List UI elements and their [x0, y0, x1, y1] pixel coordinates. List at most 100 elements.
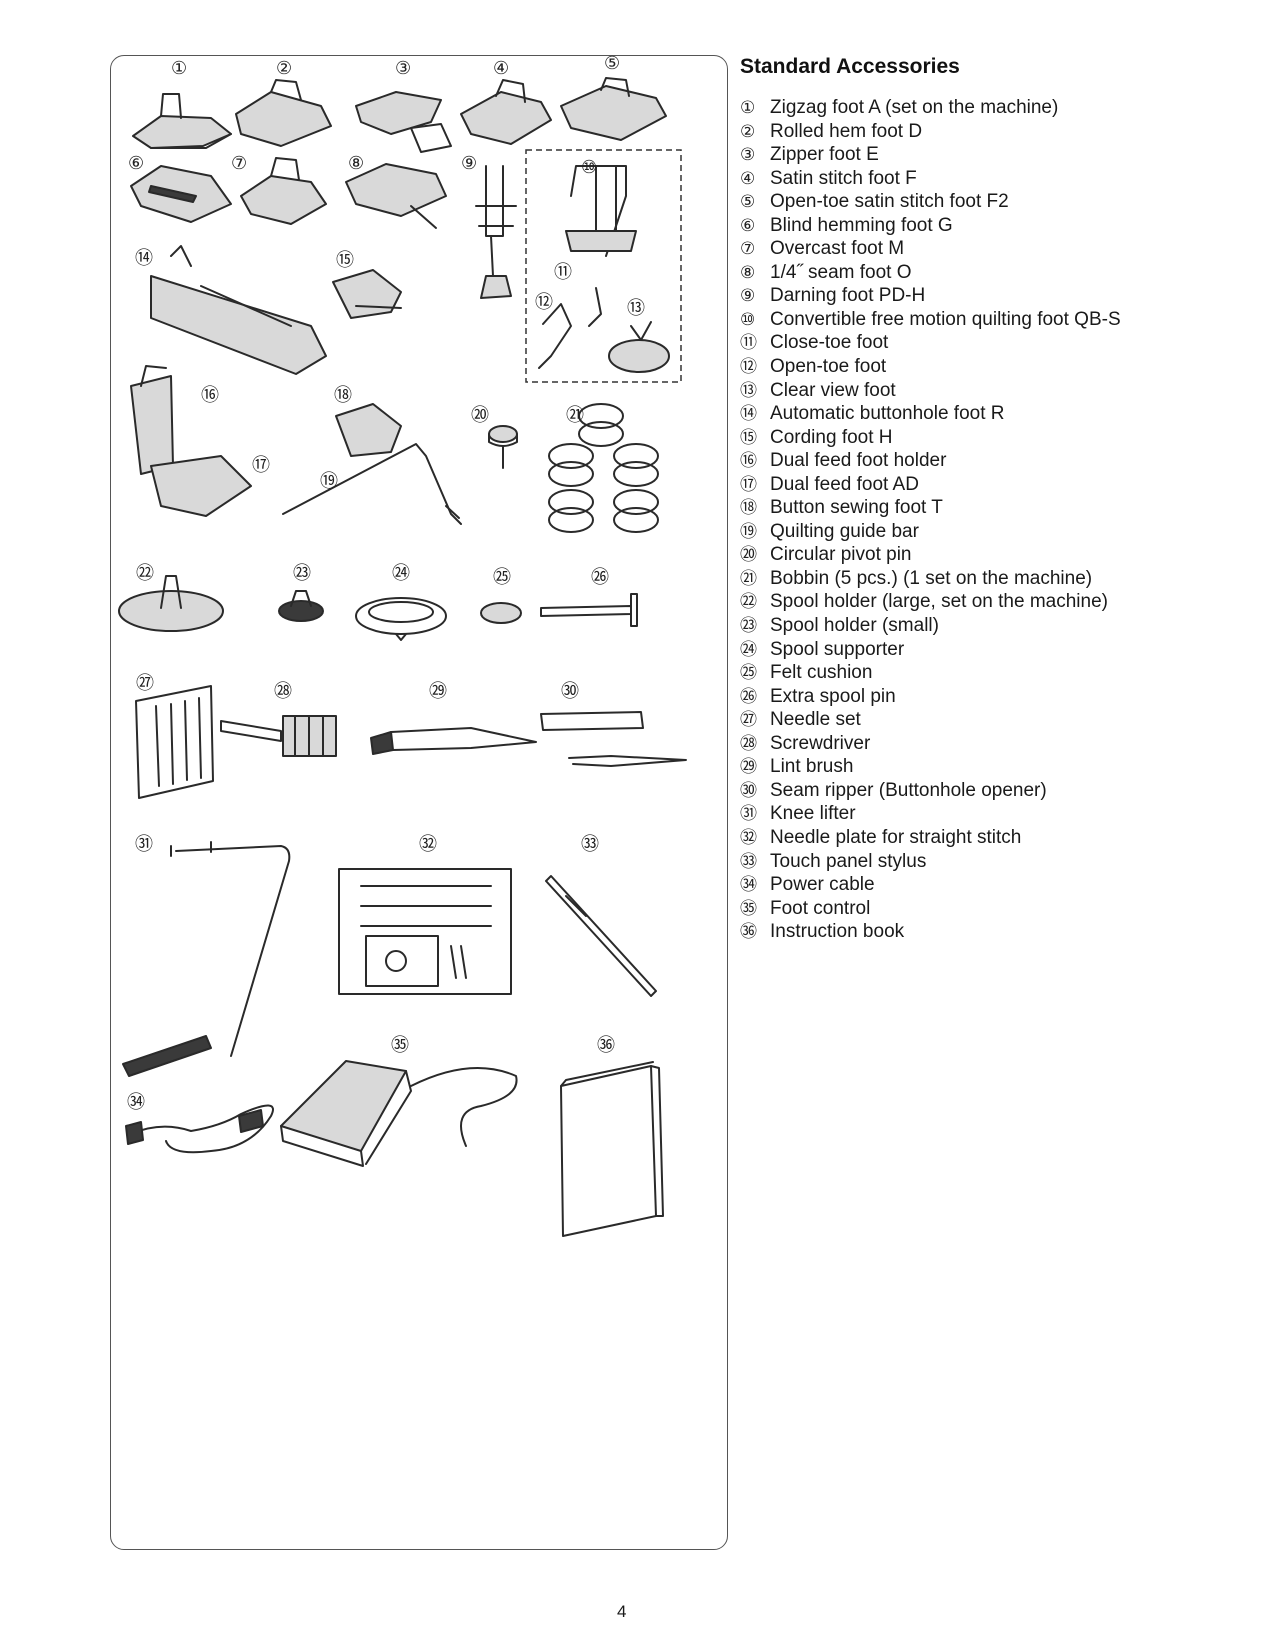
item-label: Zigzag foot A (set on the machine) [770, 97, 1059, 118]
item-label: Automatic buttonhole foot R [770, 403, 1005, 425]
item-label: Spool holder (large, set on the machine) [770, 591, 1108, 613]
list-item: ⑫ Open-toe foot [740, 355, 1121, 379]
clear-view-foot-drawing [608, 321, 670, 373]
callout-25: ㉕ [493, 567, 511, 588]
spool-holder-small-drawing [278, 590, 324, 622]
item-number: ㉟ [740, 898, 757, 919]
callout-2: ② [276, 58, 293, 79]
item-number: ① [740, 98, 756, 118]
item-number: ⑦ [740, 239, 756, 260]
callout-5: ⑤ [604, 53, 621, 74]
list-item: ⑭ Automatic buttonhole foot R [740, 402, 1121, 426]
item-label: Extra spool pin [770, 685, 896, 707]
dual-feed-foot-ad-drawing [150, 455, 252, 517]
callout-22: ㉒ [136, 563, 154, 584]
item-number: ⑱ [740, 498, 757, 519]
item-label: Power cable [770, 874, 875, 896]
callout-20: ⑳ [471, 405, 489, 426]
callout-1: ① [171, 58, 188, 79]
callout-21: ㉑ [566, 405, 584, 426]
item-number: ④ [740, 168, 756, 189]
spool-holder-large-drawing [118, 575, 224, 632]
item-label: Clear view foot [770, 379, 896, 401]
item-number: ⑮ [740, 427, 757, 448]
item-number: ㉞ [740, 875, 757, 896]
cording-foot-h-drawing [332, 269, 402, 319]
item-label: 1/4˝ seam foot O [770, 261, 912, 283]
item-label: Spool holder (small) [770, 615, 939, 637]
callout-32: ㉜ [419, 834, 437, 855]
item-number: ⑪ [740, 333, 757, 354]
callout-36: ㊱ [597, 1035, 615, 1056]
item-label: Bobbin (5 pcs.) (1 set on the machine) [770, 567, 1093, 589]
spool-supporter-drawing [355, 597, 447, 641]
callout-27: ㉗ [136, 673, 154, 694]
item-number: ㉝ [740, 851, 757, 872]
automatic-buttonhole-foot-r-drawing [150, 245, 327, 375]
bobbin-set-drawing [548, 403, 659, 533]
item-label: Open-toe foot [770, 356, 887, 378]
item-label: Screwdriver [770, 732, 871, 754]
callout-19: ⑲ [320, 471, 338, 492]
item-number: ㉕ [740, 663, 757, 684]
callout-11: ⑪ [554, 262, 572, 283]
needle-plate-straight-stitch-drawing [338, 868, 512, 995]
callout-7: ⑦ [231, 153, 248, 174]
item-label: Needle set [770, 709, 861, 731]
item-label: Satin stitch foot F [770, 167, 917, 189]
item-number: ⑧ [740, 262, 756, 283]
callout-30: ㉚ [561, 681, 579, 702]
item-number: ㉙ [740, 757, 757, 778]
extra-spool-pin-drawing [540, 593, 638, 627]
quilting-guide-bar-drawing [282, 443, 462, 525]
callout-8: ⑧ [348, 153, 365, 174]
item-label: Knee lifter [770, 803, 856, 825]
list-item: ㉞ Power cable [740, 873, 1121, 897]
item-label: Button sewing foot T [770, 497, 943, 519]
open-toe-foot-drawing [538, 303, 572, 369]
list-item: ㉖ Extra spool pin [740, 685, 1121, 709]
item-number: ㉒ [740, 592, 757, 613]
item-number: ⑥ [740, 215, 756, 236]
item-label: Dual feed foot holder [770, 450, 947, 472]
knee-lifter-drawing [122, 841, 291, 1077]
item-label: Seam ripper (Buttonhole opener) [770, 779, 1047, 801]
item-number: ⑭ [740, 404, 757, 425]
item-number: ㉚ [740, 780, 757, 801]
list-item: ㉚ Seam ripper (Buttonhole opener) [740, 779, 1121, 803]
item-label: Spool supporter [770, 638, 905, 660]
callout-3: ③ [395, 58, 412, 79]
item-number: ㉖ [740, 686, 757, 707]
item-number: ⑫ [740, 357, 757, 378]
satin-stitch-foot-f-drawing [460, 79, 552, 145]
page-number: 4 [617, 1602, 627, 1621]
item-number: ③ [740, 145, 756, 166]
felt-cushion-drawing [480, 602, 522, 624]
list-item: ⑧ 1/4˝ seam foot O [740, 261, 1121, 285]
screwdriver-drawing [220, 715, 337, 757]
item-label: Instruction book [770, 921, 905, 943]
item-number: ⑰ [740, 474, 757, 495]
touch-panel-stylus-drawing [545, 875, 657, 997]
zipper-foot-e-drawing [355, 91, 452, 153]
section-heading: Standard Accessories [740, 55, 960, 78]
list-item: ㉒ Spool holder (large, set on the machine… [740, 590, 1121, 614]
callout-34: ㉞ [127, 1092, 145, 1113]
callout-26: ㉖ [591, 567, 609, 588]
callout-23: ㉓ [293, 563, 311, 584]
item-number: ② [740, 121, 756, 142]
instruction-book-drawing [560, 1061, 664, 1237]
open-toe-satin-foot-f2-drawing [560, 77, 667, 141]
item-number: ㉘ [740, 733, 757, 754]
callout-12: ⑫ [535, 292, 553, 313]
